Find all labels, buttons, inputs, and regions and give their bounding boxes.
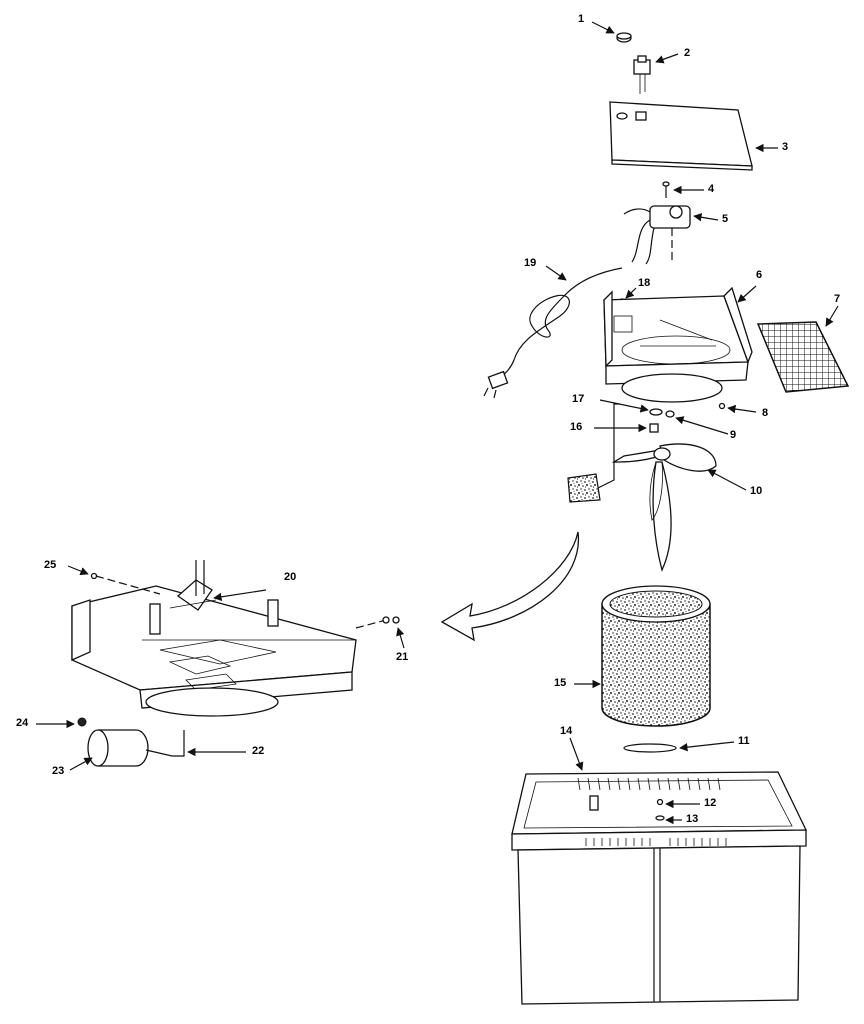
callout-5: 5 bbox=[722, 213, 729, 225]
callout-8: 8 bbox=[762, 407, 769, 419]
part-1-knob bbox=[616, 32, 632, 43]
callout-15: 15 bbox=[554, 677, 567, 689]
float-rod bbox=[567, 403, 620, 503]
part-2-switch bbox=[633, 55, 651, 94]
callout-9: 9 bbox=[730, 429, 737, 441]
callout-6: 6 bbox=[756, 269, 763, 281]
callout-21: 21 bbox=[396, 651, 409, 663]
callout-3: 3 bbox=[782, 141, 789, 153]
callout-10: 10 bbox=[750, 485, 763, 497]
callout-22: 22 bbox=[252, 745, 265, 757]
part-7-grille bbox=[756, 321, 850, 393]
part-9-bushing bbox=[665, 410, 675, 418]
callout-13: 13 bbox=[686, 813, 699, 825]
part-15-filter bbox=[601, 585, 711, 727]
assembly-arrow bbox=[440, 531, 580, 642]
part-17-washer bbox=[649, 408, 663, 416]
part-11-clip bbox=[623, 743, 677, 753]
part-5-motor bbox=[623, 205, 691, 265]
part-22-rod bbox=[172, 730, 185, 757]
callout-7: 7 bbox=[834, 293, 841, 305]
callout-23: 23 bbox=[52, 765, 65, 777]
part-25-screw bbox=[90, 572, 98, 580]
part-14-reservoir bbox=[511, 771, 808, 1005]
callout-20: 20 bbox=[284, 571, 297, 583]
callout-4: 4 bbox=[708, 183, 715, 195]
part-24-washer bbox=[77, 717, 87, 727]
callout-25: 25 bbox=[44, 559, 57, 571]
part-21-nut bbox=[382, 616, 400, 624]
part-19-power-cord bbox=[483, 267, 623, 399]
callout-19: 19 bbox=[524, 257, 537, 269]
part-10-impeller bbox=[611, 443, 717, 572]
part-8-screw bbox=[718, 402, 726, 410]
callout-18: 18 bbox=[638, 277, 651, 289]
callout-24: 24 bbox=[16, 717, 29, 729]
callout-16: 16 bbox=[570, 421, 583, 433]
part-3-top-cover bbox=[609, 101, 753, 171]
part-23-float bbox=[87, 729, 173, 767]
part-6-base-tray bbox=[603, 286, 753, 403]
callout-11: 11 bbox=[738, 735, 750, 747]
callout-17: 17 bbox=[572, 393, 585, 405]
part-16-nut bbox=[649, 423, 659, 433]
part-4-screw bbox=[662, 181, 670, 198]
sub-assembly-tray bbox=[71, 560, 357, 717]
callout-1: 1 bbox=[578, 13, 585, 25]
part-12-screw bbox=[656, 798, 664, 806]
part-13-washer bbox=[655, 815, 665, 821]
callout-14: 14 bbox=[560, 725, 573, 737]
callout-2: 2 bbox=[684, 47, 691, 59]
callout-12: 12 bbox=[704, 797, 717, 809]
